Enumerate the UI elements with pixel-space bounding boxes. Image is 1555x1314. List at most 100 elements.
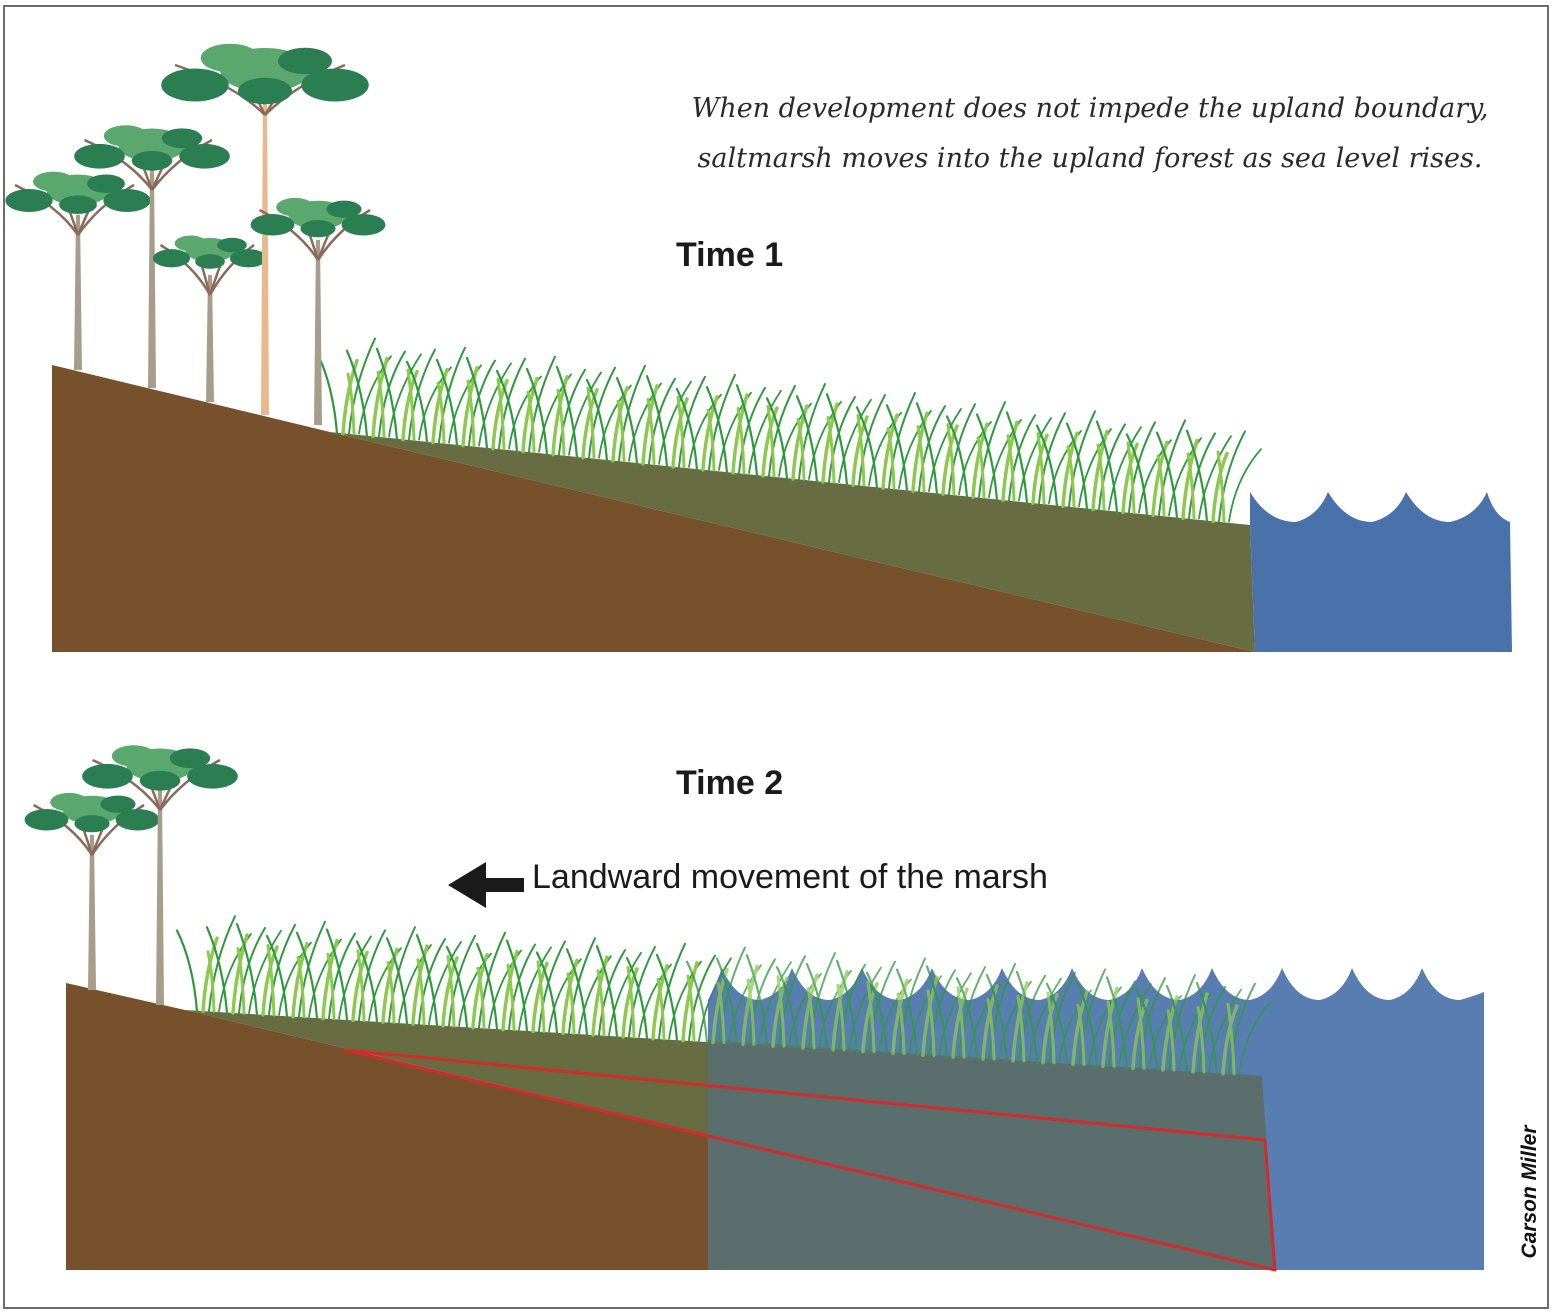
panel-time-1 [5, 43, 1512, 652]
grass-blade [1001, 420, 1019, 502]
grass-blade [535, 951, 559, 1035]
grass-blade [891, 978, 909, 1056]
grass-blade [1181, 438, 1199, 521]
grass-blade [471, 953, 489, 1030]
grass-blade [235, 923, 259, 1016]
caption: When development does not impede the upl… [690, 84, 1490, 184]
grass-blade [536, 960, 546, 1033]
grass-blade [896, 992, 906, 1056]
grass-blade [956, 986, 966, 1059]
grass-blade [1071, 989, 1089, 1067]
tree [152, 235, 268, 402]
grass-blade [1108, 980, 1136, 1068]
grass-blade [1191, 992, 1209, 1074]
tree [82, 745, 238, 1005]
grass-blade [986, 998, 996, 1061]
grass-blade [326, 952, 336, 1021]
grass-blade [776, 975, 786, 1048]
grass-blade [1161, 995, 1179, 1072]
soil-layer [52, 365, 1255, 652]
grass-blade [201, 936, 219, 1013]
grass-blade [565, 948, 589, 1037]
grass-blade [1036, 432, 1046, 505]
grass-blade [461, 365, 479, 448]
grass-blade [1195, 981, 1219, 1075]
grass-blade [1011, 981, 1029, 1063]
grass-blade [1005, 411, 1029, 505]
grass-blade [1076, 1003, 1086, 1067]
grass-blade [561, 958, 579, 1036]
grass-blade [715, 957, 739, 1046]
grass-blade [385, 937, 409, 1026]
grass-blade [1221, 1003, 1239, 1076]
grass-blade [981, 984, 999, 1061]
grass-blade [625, 956, 649, 1040]
grass-blade [465, 356, 489, 450]
grass-blade [916, 425, 926, 493]
grass-blade [741, 964, 759, 1047]
grass-blade [291, 941, 309, 1019]
grass-blade [328, 932, 356, 1020]
grass-blade [296, 955, 306, 1019]
grass-blade [248, 929, 282, 1014]
grass-blade [616, 399, 626, 463]
grass-blade [615, 376, 639, 465]
artist-credit: Carson Miller [1518, 1125, 1541, 1259]
grass-blade [468, 359, 496, 447]
grass-blade [1075, 979, 1099, 1068]
grass-blade [555, 365, 579, 459]
grass-blade [431, 367, 449, 445]
grass-blade [341, 358, 359, 436]
grass-blade [585, 378, 609, 462]
grass-blade [765, 397, 789, 481]
grass-blade [1108, 426, 1142, 511]
grass-blade [1166, 1009, 1176, 1072]
grass-blade [865, 971, 889, 1055]
grass-blade [598, 949, 626, 1037]
grass-blade [556, 388, 566, 457]
grass-blade [648, 377, 676, 465]
grass-blade [1136, 997, 1146, 1070]
grass-blade [378, 350, 406, 438]
grass-blade [491, 378, 509, 451]
grass-blade [526, 390, 536, 454]
grass-blade [1035, 424, 1059, 508]
grass-blade [1098, 423, 1126, 511]
grass-blade [1018, 417, 1052, 502]
grass-blade [685, 960, 709, 1044]
panel-title-time-2: Time 2 [676, 764, 784, 802]
grass-blade [1156, 454, 1166, 517]
grass-blade [1008, 414, 1036, 502]
grass-blade [1238, 1000, 1272, 1075]
grass-blade [921, 975, 939, 1058]
grass-blade [641, 384, 659, 466]
tree [250, 197, 386, 425]
grass-blade [746, 978, 756, 1046]
grass-blade [1198, 985, 1226, 1073]
grass-blade [436, 381, 446, 445]
grass-blade [701, 395, 719, 472]
grass-blade [445, 945, 469, 1029]
grass-blade [656, 977, 666, 1041]
grass-blade [591, 955, 609, 1037]
grass-blade [558, 368, 586, 456]
grass-blade [496, 377, 506, 451]
grass-blade [1185, 429, 1209, 523]
grass-blade [976, 436, 986, 499]
grass-blade [1061, 431, 1079, 509]
grass-blade [748, 389, 782, 474]
grass-blade [381, 947, 399, 1025]
grass-blade [415, 934, 439, 1028]
grass-blade [435, 358, 459, 447]
tree [161, 43, 369, 415]
grass-blade [985, 974, 1009, 1062]
grass-blade [866, 980, 876, 1054]
grass-blade [795, 395, 819, 484]
grass-blade [1046, 991, 1056, 1065]
grass-blade [508, 943, 536, 1031]
grass-blade [265, 934, 289, 1018]
grass-blade [655, 953, 679, 1042]
grass-blade [838, 398, 872, 483]
grass-blade [658, 380, 692, 465]
grass-blade [1101, 986, 1119, 1069]
